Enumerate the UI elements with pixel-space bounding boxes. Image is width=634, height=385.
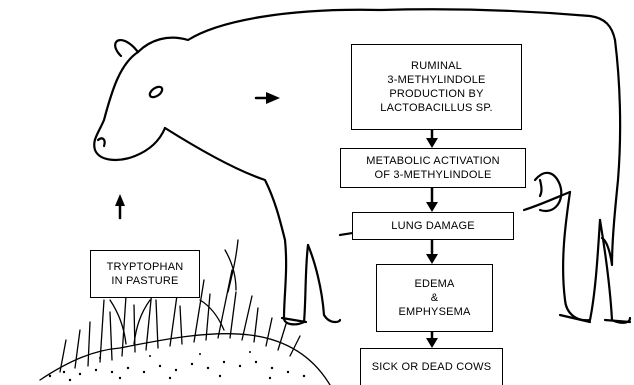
node-edema-emphysema: EDEMA & EMPHYSEMA <box>376 264 493 332</box>
node-metabolic-line-2: OF 3-METHYLINDOLE <box>374 168 491 182</box>
node-metabolic-line-1: METABOLIC ACTIVATION <box>366 154 500 168</box>
node-edema-line-3: EMPHYSEMA <box>398 305 470 319</box>
cow-hind-leg <box>563 192 600 320</box>
node-ruminal-line-1: RUMINAL <box>411 59 462 73</box>
cow-tail <box>602 40 620 265</box>
node-edema-line-1: EDEMA <box>414 277 454 291</box>
arrow-head-to-rumen-tip <box>266 92 280 104</box>
node-ruminal-line-2: 3-METHYLINDOLE <box>387 73 485 87</box>
node-metabolic-activation: METABOLIC ACTIVATION OF 3-METHYLINDOLE <box>340 148 526 188</box>
arrow-grass-to-mouth-tip <box>115 194 125 206</box>
node-lung-line-1: LUNG DAMAGE <box>391 219 475 233</box>
node-tryptophan-in-pasture: TRYPTOPHAN IN PASTURE <box>90 250 200 298</box>
node-ruminal-production: RUMINAL 3-METHYLINDOLE PRODUCTION BY LAC… <box>351 44 522 130</box>
cow-dewlap <box>165 128 285 240</box>
node-trypto-line-2: IN PASTURE <box>111 274 178 288</box>
cow-eye <box>148 85 164 100</box>
cow-front-leg <box>284 240 308 324</box>
node-lung-damage: LUNG DAMAGE <box>352 212 514 240</box>
node-edema-line-2: & <box>431 291 439 305</box>
node-sick-line-1: SICK OR DEAD COWS <box>372 360 492 374</box>
node-sick-or-dead-cows: SICK OR DEAD COWS <box>360 348 503 385</box>
node-ruminal-line-4: LACTOBACILLUS SP. <box>380 101 492 115</box>
node-trypto-line-1: TRYPTOPHAN <box>107 260 184 274</box>
node-ruminal-line-3: PRODUCTION BY <box>389 87 483 101</box>
